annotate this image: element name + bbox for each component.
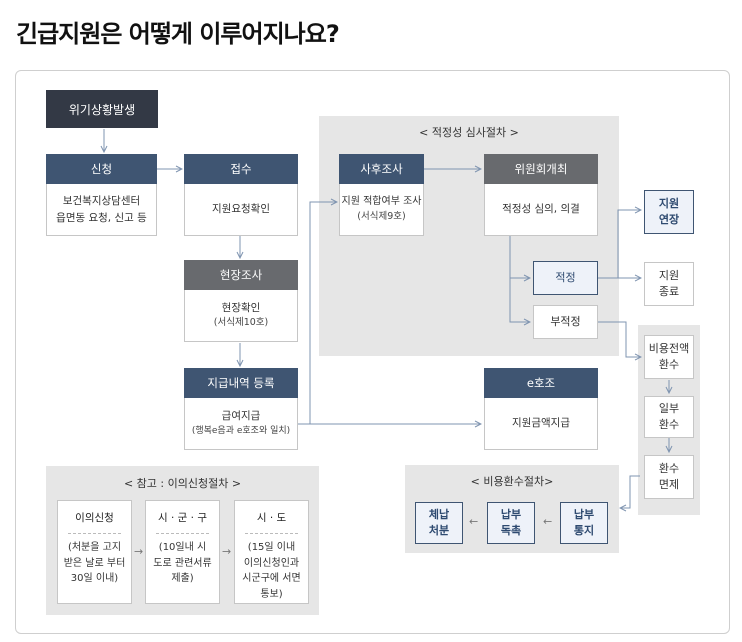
post-review-body-sub: (서식제9호) xyxy=(357,210,406,222)
terminate-box: 지원 종료 xyxy=(644,262,694,306)
ehojo-body-text: 지원금액지급 xyxy=(512,417,570,430)
crisis-box: 위기상황발생 xyxy=(46,90,158,128)
register-body-sub: (행복e음과 e호조와 일치) xyxy=(191,425,291,436)
receipt-body: 지원요청확인 xyxy=(184,184,298,236)
objection-step-3: 시 · 도 (15일 이내 이의신청인과 시군구에 서면 통보) xyxy=(234,500,309,604)
objection-step-title: 시 · 군 · 구 xyxy=(157,512,207,524)
committee-header: 위원회개최 xyxy=(484,154,598,184)
committee-body: 적정성 심의, 의결 xyxy=(484,184,598,236)
appropriate-box: 적정 xyxy=(533,261,598,295)
arrow-right-icon: → xyxy=(222,545,232,558)
review-panel-title: < 적정성 심사절차 > xyxy=(419,126,519,139)
objection-step-2: 시 · 군 · 구 (10일내 시 도로 관련서류 제출) xyxy=(145,500,220,604)
register-body-text: 급여지급 xyxy=(221,410,261,423)
ehojo-header: e호조 xyxy=(484,368,598,398)
field-body-sub: (서식제10호) xyxy=(213,317,269,329)
field-body-text: 현장확인 xyxy=(221,302,261,314)
inappropriate-box: 부적정 xyxy=(533,305,598,339)
post-review-body-text: 지원 적합여부 조사 xyxy=(341,196,422,208)
register-body: 급여지급 (행복e음과 e호조와 일치) xyxy=(184,398,298,450)
receipt-body-text: 지원요청확인 xyxy=(212,203,270,216)
apply-body-line1: 보건복지상담센터 xyxy=(62,195,141,208)
objection-panel-title: < 참고 : 이의신청절차 > xyxy=(123,477,242,490)
objection-step-body: (10일내 시 도로 관련서류 제출) xyxy=(153,542,212,584)
refund-panel-title: < 비용환수절차> xyxy=(470,475,554,488)
apply-body: 보건복지상담센터 읍면동 요청, 신고 등 xyxy=(46,184,157,236)
apply-body-line2: 읍면동 요청, 신고 등 xyxy=(56,211,147,224)
field-header: 현장조사 xyxy=(184,260,298,290)
refund-exempt-box: 환수 면제 xyxy=(644,455,694,499)
pay-notice-box: 납부 통지 xyxy=(560,502,608,544)
full-refund-box: 비용전액 환수 xyxy=(644,335,694,379)
field-body: 현장확인 (서식제10호) xyxy=(184,290,298,342)
arrow-right-icon: → xyxy=(134,545,144,558)
extend-box: 지원 연장 xyxy=(644,190,694,234)
objection-step-1: 이의신청 (처분을 고지 받은 날로 부터 30일 이내) xyxy=(57,500,132,604)
receipt-header: 접수 xyxy=(184,154,298,184)
disposition-box: 체납 처분 xyxy=(415,502,463,544)
diagram-frame xyxy=(15,70,730,634)
arrow-left-icon: ← xyxy=(469,515,479,528)
post-review-header: 사후조사 xyxy=(339,154,424,184)
objection-step-body: (처분을 고지 받은 날로 부터 30일 이내) xyxy=(63,542,126,584)
page-title: 긴급지원은 어떻게 이루어지나요? xyxy=(16,20,340,48)
pay-demand-box: 납부 독촉 xyxy=(487,502,535,544)
register-header: 지급내역 등록 xyxy=(184,368,298,398)
post-review-body: 지원 적합여부 조사 (서식제9호) xyxy=(339,184,424,236)
ehojo-body: 지원금액지급 xyxy=(484,398,598,450)
objection-step-title: 시 · 도 xyxy=(256,512,287,524)
committee-body-text: 적정성 심의, 의결 xyxy=(502,203,580,216)
apply-header: 신청 xyxy=(46,154,157,184)
arrow-left-icon: ← xyxy=(543,515,553,528)
partial-refund-box: 일부 환수 xyxy=(644,396,694,438)
objection-step-body: (15일 이내 이의신청인과 시군구에 서면 통보) xyxy=(242,542,301,600)
objection-step-title: 이의신청 xyxy=(75,512,114,524)
